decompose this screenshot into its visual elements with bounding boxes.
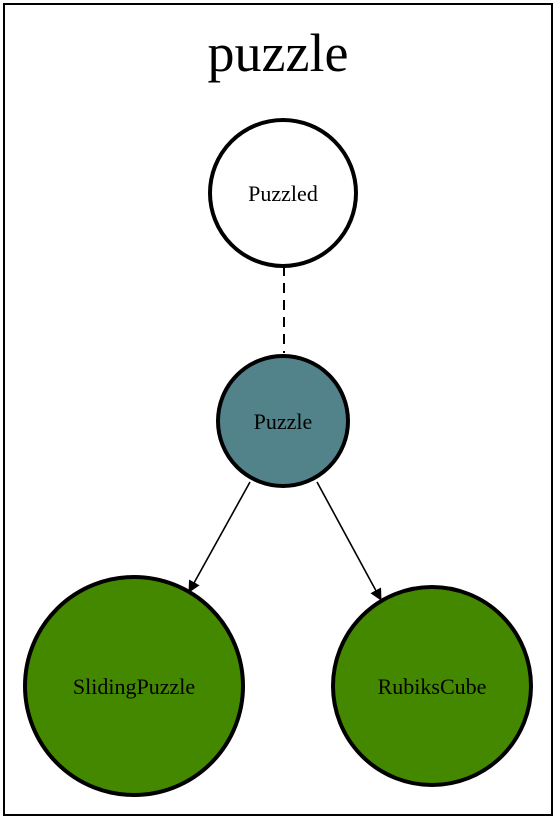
node-rubikscube[interactable]: RubiksCube: [331, 585, 533, 787]
node-slidingpuzzle-label: SlidingPuzzle: [73, 674, 195, 699]
node-slidingpuzzle[interactable]: SlidingPuzzle: [23, 575, 245, 797]
node-puzzled[interactable]: Puzzled: [208, 118, 358, 268]
node-puzzle-label: Puzzle: [254, 409, 313, 434]
node-rubikscube-label: RubiksCube: [378, 674, 487, 699]
edge-puzzle-rubikscube: [316, 481, 382, 601]
node-slidingpuzzle-shape: [23, 575, 245, 797]
node-puzzle-shape: [216, 354, 350, 488]
cluster-title: puzzle: [208, 23, 349, 83]
cluster-frame: [3, 3, 553, 816]
node-puzzled-shape: [208, 118, 358, 268]
edge-puzzle-slidingpuzzle: [188, 481, 251, 593]
node-puzzled-label: Puzzled: [248, 181, 318, 206]
node-puzzle[interactable]: Puzzle: [216, 354, 350, 488]
node-rubikscube-shape: [331, 585, 533, 787]
